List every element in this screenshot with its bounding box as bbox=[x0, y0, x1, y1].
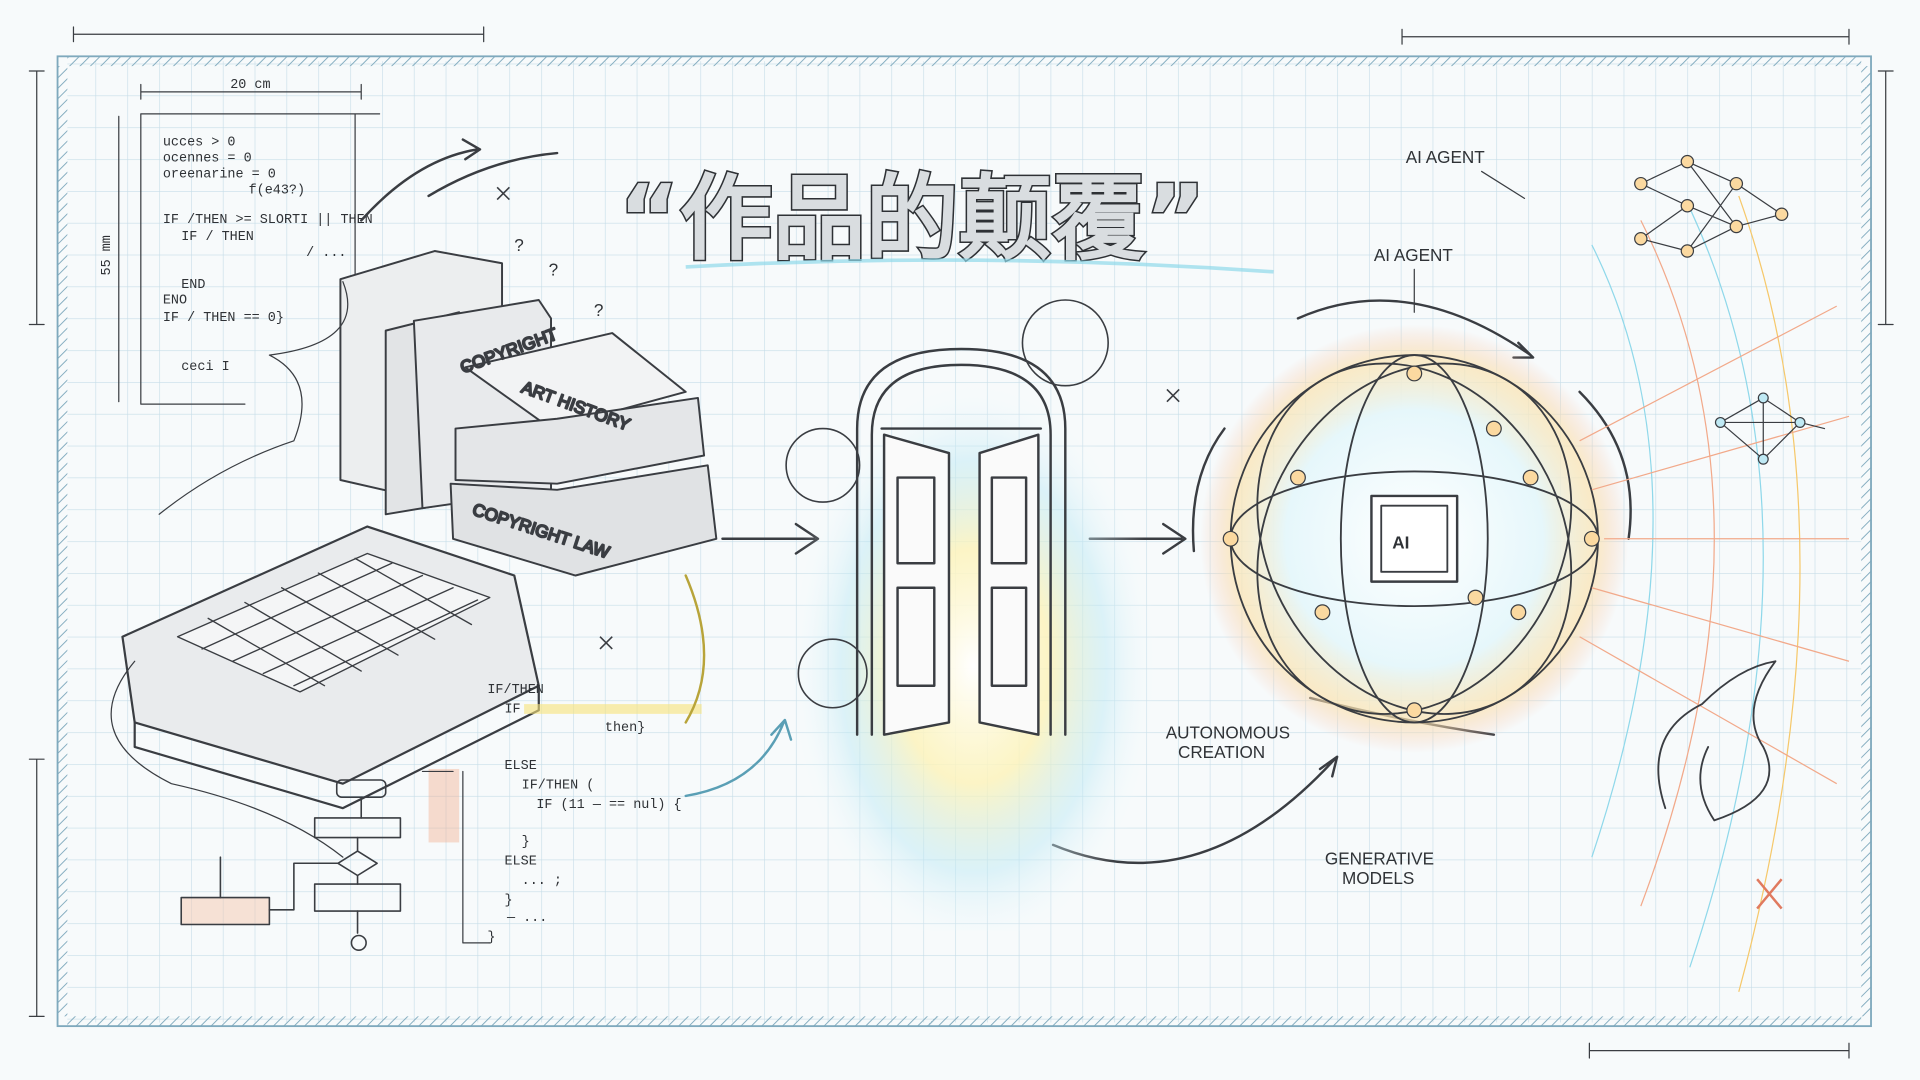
code-line: ... ; bbox=[522, 874, 562, 889]
code-line: IF/THEN ( bbox=[522, 779, 595, 794]
code-sheet-top: ucces > 0 ocennes = 0 oreenarine = 0 f(e… bbox=[140, 113, 381, 405]
code-line: IF /THEN >= SLORTI || THEN bbox=[163, 213, 373, 228]
code-line: / ... bbox=[306, 246, 346, 261]
book-stack: COPYRIGHT ART HISTORY COPYRIGHT LAW bbox=[339, 250, 718, 577]
code-line: oreenarine = 0 bbox=[163, 168, 276, 183]
door-glow bbox=[783, 342, 1164, 931]
flowchart-diagram bbox=[180, 779, 402, 951]
code-line: IF / THEN == 0} bbox=[163, 311, 284, 326]
ai-chip-label: AI bbox=[1392, 533, 1409, 553]
height-dimension-label: 55 mm bbox=[100, 235, 115, 275]
ai-globe bbox=[1222, 354, 1600, 724]
code-line: ELSE bbox=[504, 759, 536, 774]
keyboard-icon bbox=[110, 281, 540, 858]
cross-mark-icon bbox=[1756, 878, 1783, 910]
code-sheet-bottom: IF/THEN IF then} ELSE IF/THEN ( IF (11 —… bbox=[421, 683, 702, 945]
frame-bottom-hatch bbox=[67, 1016, 1862, 1027]
code-line: } bbox=[487, 930, 495, 945]
frame-top-hatch bbox=[67, 56, 1862, 67]
neural-network-icon bbox=[1714, 392, 1826, 465]
dimension-lines bbox=[28, 26, 1894, 1059]
code-line: then} bbox=[605, 721, 645, 736]
generative-models-label: MODELS bbox=[1342, 868, 1414, 888]
frame-border bbox=[56, 55, 1872, 1028]
neural-network-icon bbox=[1634, 154, 1789, 258]
code-line: ENO bbox=[163, 294, 187, 309]
generative-models-label: GENERATIVE bbox=[1325, 848, 1434, 868]
question-mark-icon: ? bbox=[514, 235, 524, 255]
cross-mark-icon bbox=[496, 186, 1180, 650]
code-line: IF/THEN bbox=[487, 683, 544, 698]
code-line: IF bbox=[504, 703, 520, 718]
code-line: IF (11 — == nul) { bbox=[536, 798, 681, 813]
question-mark-icon: ? bbox=[594, 300, 604, 320]
code-line: } bbox=[522, 835, 530, 850]
smoke-icon bbox=[1657, 660, 1777, 822]
ai-agent-label: AI AGENT bbox=[1406, 147, 1486, 167]
frame-left-hatch bbox=[57, 66, 68, 1017]
frame-right-hatch bbox=[1861, 66, 1872, 1017]
question-mark-icon: ? bbox=[549, 260, 559, 280]
radiating-lines bbox=[1579, 195, 1850, 992]
autonomous-creation-label: CREATION bbox=[1178, 742, 1265, 762]
code-line: f(e43?) bbox=[249, 183, 306, 198]
code-line: END bbox=[181, 278, 205, 293]
width-dimension-label: 20 cm bbox=[230, 78, 270, 93]
page-title: “作品的颠覆” bbox=[618, 165, 1206, 273]
code-line: IF / THEN bbox=[181, 230, 254, 245]
autonomous-creation-label: AUTONOMOUS bbox=[1166, 722, 1290, 742]
code-line: ucces > 0 bbox=[163, 136, 236, 151]
code-line: } bbox=[504, 894, 512, 909]
code-line: ocennes = 0 bbox=[163, 152, 252, 167]
code-line: ceci I bbox=[181, 360, 229, 375]
ai-agent-label: AI AGENT bbox=[1374, 245, 1454, 265]
code-line: ELSE bbox=[504, 854, 536, 869]
open-door-icon bbox=[785, 299, 1109, 736]
code-line: — ... bbox=[506, 911, 547, 926]
